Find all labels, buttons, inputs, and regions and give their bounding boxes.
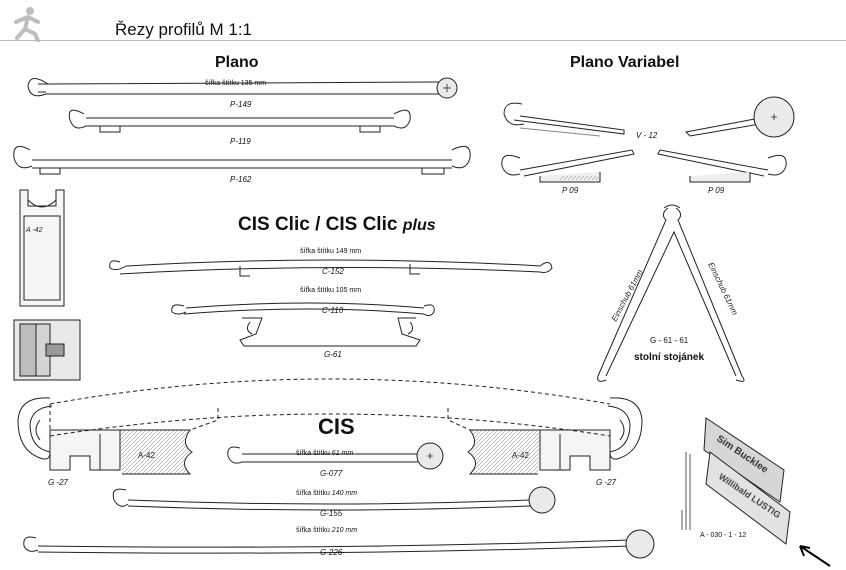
g27-right-label: G -27 <box>596 478 617 487</box>
section-cis: CIS <box>318 414 355 439</box>
g155-width-value: 140 mm <box>331 490 358 497</box>
g226-label: G-226 <box>320 548 343 557</box>
section-cis-clic-plus: plus <box>402 217 436 234</box>
profile-g27-right <box>467 397 643 475</box>
g226-width-label: šířka štítku 210 mm <box>296 527 357 534</box>
profile-c152 <box>109 259 553 277</box>
profile-v12-top-right <box>684 96 795 138</box>
profile-p09-left <box>501 149 635 183</box>
a42-right-label: A-42 <box>512 451 529 460</box>
sign-a030: Sim Bucklee Willibald LUSTIG <box>681 417 791 545</box>
profile-c110 <box>171 302 435 317</box>
c110-width-label: šířka štítku 105 mm <box>300 287 362 294</box>
section-cis-clic-text: CIS Clic / CIS Clic <box>238 214 398 235</box>
profile-a42-side <box>19 189 65 307</box>
p09-right-label: P 09 <box>708 186 725 195</box>
header-divider <box>0 40 846 41</box>
walking-person-icon <box>14 7 40 42</box>
p149-width-label: šířka štítku 135 mm <box>205 80 267 87</box>
g155-width-prefix: šířka štítku <box>296 490 330 497</box>
g226-width-value: 210 mm <box>331 527 358 534</box>
c110-label: C-110 <box>322 306 344 315</box>
section-plano-variabel: Plano Variabel <box>570 54 680 71</box>
einschub-left-label: Einschub 61mm <box>610 268 645 323</box>
g077-width-prefix: šířka štítku <box>296 450 330 457</box>
profile-g077 <box>227 442 444 470</box>
profile-p162 <box>13 145 471 175</box>
profile-v12-top-left <box>503 102 625 137</box>
v12-label: V - 12 <box>636 131 658 140</box>
a030-label: A - 030 - 1 - 12 <box>700 532 747 539</box>
profile-g6161-stand <box>597 204 745 382</box>
section-plano: Plano <box>215 54 259 71</box>
a42-left-label: A-42 <box>138 451 155 460</box>
g077-label: G-077 <box>320 469 343 478</box>
profile-p119 <box>68 109 411 133</box>
page-title: Řezy profilů M 1:1 <box>115 20 252 39</box>
p162-label: P-162 <box>230 175 252 184</box>
p149-label: P-149 <box>230 100 252 109</box>
profile-p149 <box>27 77 458 99</box>
p119-label: P-119 <box>230 137 251 146</box>
g155-width-label: šířka štítku 140 mm <box>296 490 357 497</box>
g6161-label: G - 61 - 61 <box>650 336 689 345</box>
cis-arc-inner <box>49 413 611 437</box>
profile-g226 <box>23 529 655 559</box>
p09-left-label: P 09 <box>562 186 579 195</box>
profile-g61 <box>239 317 421 347</box>
g61-label: G-61 <box>324 350 342 359</box>
g27-left-label: G -27 <box>48 478 69 487</box>
section-cis-clic: CIS Clic / CIS Clic plus <box>238 214 436 236</box>
a42-photo <box>13 319 81 381</box>
stand-label: stolní stojánek <box>634 352 705 363</box>
profile-g27-left <box>17 397 193 475</box>
a42-side-label: A -42 <box>25 227 43 234</box>
c152-label: C-152 <box>322 267 344 276</box>
g155-label: G-155 <box>320 509 343 518</box>
einschub-right-label: Einschub 61mm <box>706 261 739 317</box>
g226-width-prefix: šířka štítku <box>296 527 330 534</box>
g077-width-label: šířka štítku 61 mm <box>296 450 353 457</box>
profile-g155 <box>112 486 556 514</box>
pointer-arrow-icon <box>799 545 831 567</box>
c152-width-label: šířka štítku 149 mm <box>300 248 362 255</box>
cis-arc-outer <box>49 378 611 405</box>
g077-width-value: 61 mm <box>331 450 354 457</box>
profile-p09-right <box>657 149 787 183</box>
